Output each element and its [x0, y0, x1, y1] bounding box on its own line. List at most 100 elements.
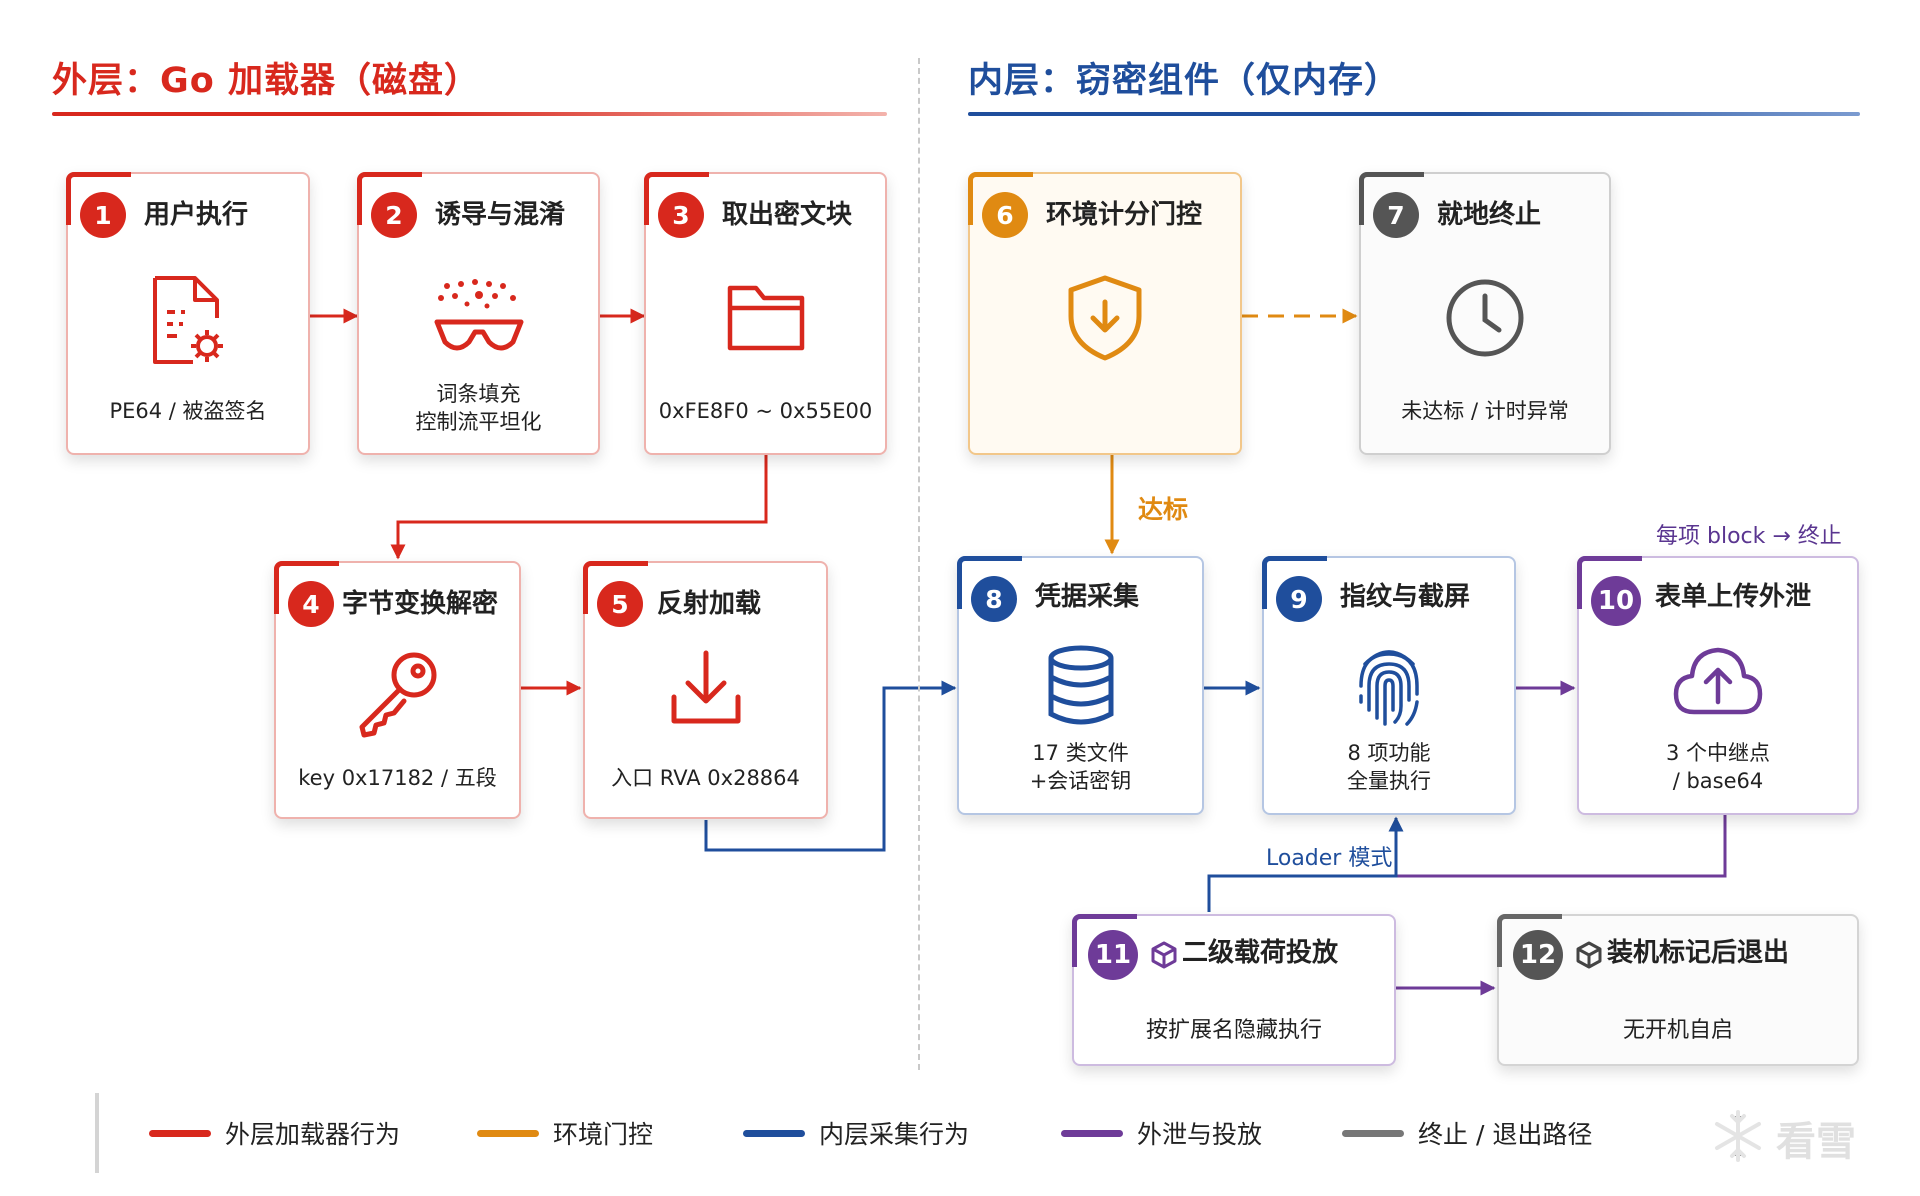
- card-accent: [583, 561, 648, 614]
- cloud-upload-icon: [1670, 642, 1766, 726]
- step-card-10: 10 表单上传外泄 3 个中继点 / base64: [1577, 556, 1859, 815]
- path-10-to-11: [1396, 815, 1727, 878]
- inner-section-title: 内层：窃密组件（仅内存）: [968, 61, 1401, 101]
- package-icon: [1575, 940, 1603, 974]
- outer-section-rule: [52, 112, 887, 116]
- step-detail: 全量执行: [1347, 769, 1431, 793]
- step-title: 字节变换解密: [342, 589, 499, 619]
- step-title: 就地终止: [1437, 200, 1542, 230]
- legend-label: 内层采集行为: [819, 1120, 970, 1149]
- step-badge: 5: [597, 581, 643, 627]
- step-detail: 无开机自启: [1622, 1018, 1733, 1043]
- legend-label: 外层加载器行为: [225, 1120, 401, 1149]
- step-badge: 11: [1088, 930, 1138, 980]
- step-card-12: 12 装机标记后退出 无开机自启: [1497, 914, 1859, 1066]
- step-detail: 控制流平坦化: [415, 410, 542, 434]
- legend-item: 终止 / 退出路径: [1342, 1115, 1592, 1151]
- card-accent: [1072, 914, 1137, 967]
- step-detail: 17 类文件: [1032, 741, 1129, 765]
- step-badge: 12: [1513, 930, 1563, 980]
- step-card-9: 9 指纹与截屏 8 项功能 全量执行: [1262, 556, 1516, 815]
- snowflake-icon: [1710, 1108, 1766, 1168]
- step-title: 用户执行: [144, 200, 249, 230]
- legend-item: 环境门控: [477, 1115, 653, 1151]
- card-accent: [957, 556, 1022, 609]
- step-badge: 2: [371, 192, 417, 238]
- step-detail: 入口 RVA 0x28864: [611, 766, 800, 790]
- database-icon: [1045, 644, 1117, 732]
- step-title: 表单上传外泄: [1655, 582, 1812, 612]
- step-card-8: 8 凭据采集 17 类文件 +会话密钥: [957, 556, 1204, 815]
- step-card-4: 4 字节变换解密 key 0x17182 / 五段: [274, 561, 521, 819]
- download-icon: [666, 647, 746, 735]
- legend-item: 外层加载器行为: [149, 1115, 400, 1151]
- folder-icon: [724, 280, 808, 360]
- step-title: 反射加载: [657, 589, 762, 619]
- card-accent: [1359, 172, 1424, 225]
- card-accent: [1577, 556, 1642, 609]
- watermark: 看雪: [1710, 1108, 1856, 1168]
- fingerprint-icon: [1353, 640, 1425, 734]
- legend-label: 环境门控: [553, 1120, 654, 1149]
- step-card-5: 5 反射加载 入口 RVA 0x28864: [583, 561, 828, 819]
- step-badge: 1: [80, 192, 126, 238]
- legend-item: 内层采集行为: [743, 1115, 969, 1151]
- legend: 外层加载器行为 环境门控 内层采集行为 外泄与投放 终止 / 退出路径: [95, 1093, 1699, 1173]
- legend-label: 终止 / 退出路径: [1418, 1120, 1593, 1149]
- step-card-1: 1 用户执行 PE64 / 被盗签名: [66, 172, 310, 455]
- step-card-2: 2 诱导与混淆 词条填充 控制流平坦化: [357, 172, 600, 455]
- legend-swatch: [1061, 1129, 1123, 1137]
- step-badge: 10: [1591, 576, 1641, 626]
- legend-swatch: [743, 1129, 805, 1137]
- step-title: 二级载荷投放: [1182, 938, 1339, 968]
- step-badge: 6: [982, 192, 1028, 238]
- outer-section-title: 外层：Go 加载器（磁盘）: [52, 61, 480, 101]
- step-detail: 未达标 / 计时异常: [1401, 399, 1569, 423]
- step-detail: 词条填充: [436, 382, 521, 406]
- inner-section-rule: [968, 112, 1860, 116]
- step-card-7: 7 就地终止 未达标 / 计时异常: [1359, 172, 1611, 455]
- card-accent: [1497, 914, 1562, 967]
- step-badge: 7: [1373, 192, 1419, 238]
- step-detail: 0xFE8F0 ~ 0x55E00: [658, 399, 873, 423]
- step-badge: 3: [658, 192, 704, 238]
- legend-item: 外泄与投放: [1061, 1115, 1262, 1151]
- step-title: 取出密文块: [722, 200, 853, 230]
- legend-label: 外泄与投放: [1137, 1120, 1263, 1149]
- card-accent: [66, 172, 131, 225]
- step-title: 凭据采集: [1035, 582, 1140, 612]
- file-gear-icon: [143, 272, 233, 376]
- card-accent: [968, 172, 1033, 225]
- pass-label: 达标: [1138, 495, 1189, 524]
- legend-swatch: [1342, 1129, 1404, 1137]
- loader-mode-label: Loader 模式: [1266, 846, 1393, 871]
- shield-icon: [1063, 272, 1147, 368]
- step-detail: / base64: [1672, 769, 1764, 793]
- step-detail: 3 个中继点: [1665, 741, 1771, 765]
- clock-icon: [1443, 276, 1527, 364]
- step-card-6: 6 环境计分门控: [968, 172, 1242, 455]
- step-detail: PE64 / 被盗签名: [109, 399, 267, 423]
- step-detail: 8 项功能: [1347, 741, 1431, 765]
- legend-swatch: [477, 1129, 539, 1137]
- step-title: 环境计分门控: [1046, 200, 1203, 230]
- package-icon: [1150, 940, 1178, 974]
- card-accent: [274, 561, 339, 614]
- card-accent: [357, 172, 422, 225]
- step-detail: +会话密钥: [1029, 769, 1132, 793]
- each-block-label: 每项 block → 终止: [1656, 524, 1842, 549]
- watermark-text: 看雪: [1776, 1119, 1856, 1165]
- step-card-11: 11 二级载荷投放 按扩展名隐藏执行: [1072, 914, 1396, 1066]
- disguise-mask-icon: [431, 276, 527, 362]
- step-detail: key 0x17182 / 五段: [298, 766, 497, 790]
- legend-swatch: [149, 1129, 211, 1137]
- section-divider: [918, 58, 920, 1070]
- card-accent: [644, 172, 709, 225]
- step-title: 指纹与截屏: [1340, 582, 1471, 612]
- step-badge: 4: [288, 581, 334, 627]
- step-badge: 8: [971, 576, 1017, 622]
- step-card-3: 3 取出密文块 0xFE8F0 ~ 0x55E00: [644, 172, 887, 455]
- key-icon: [350, 645, 446, 745]
- step-badge: 9: [1276, 576, 1322, 622]
